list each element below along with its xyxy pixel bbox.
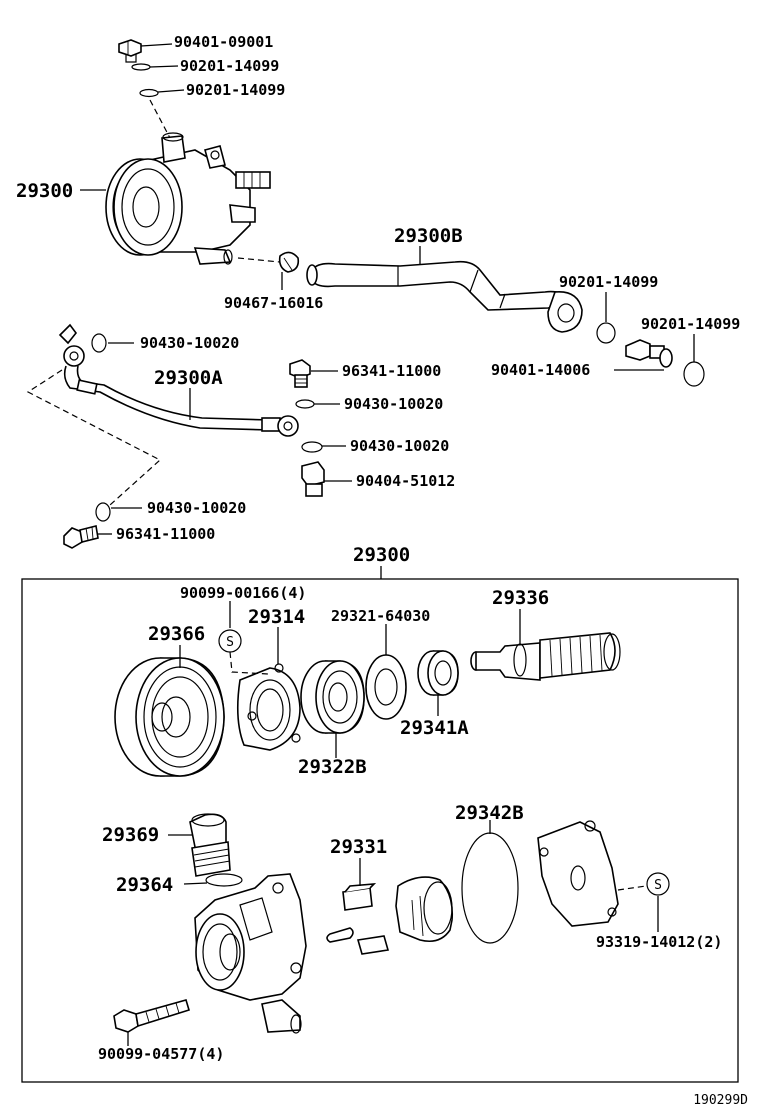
gasket-90201-14099-b [139, 88, 159, 98]
gasket-90201-14099-d [683, 361, 705, 387]
callout-29314: 29314 [248, 606, 305, 628]
rotor-shaft-29336 [470, 632, 621, 681]
sealant-line-s2 [617, 885, 647, 891]
callout-90404-51012: 90404-51012 [356, 472, 455, 490]
callout-96341-11000-a: 96341-11000 [342, 362, 441, 380]
callout-90201-14099-c: 90201-14099 [559, 273, 658, 291]
sealant-symbol-s2-letter: S [654, 878, 662, 893]
callout-90099-00166: 90099-00166(4) [180, 584, 306, 602]
callout-90401-09001: 90401-09001 [174, 33, 273, 51]
vanes-29331 [326, 883, 390, 955]
callout-90430-10020-a: 90430-10020 [140, 334, 239, 352]
vacuum-pipe-29300a [58, 323, 299, 437]
leader-c01 [140, 43, 173, 47]
figure-id: 190299D [693, 1093, 748, 1108]
sealant-symbol-s2: S [646, 872, 670, 896]
callout-93319-14012: 93319-14012(2) [596, 933, 722, 951]
oil-seal-29341a [417, 650, 459, 696]
union-bolt-90401-09001 [118, 39, 142, 63]
sealant-symbol-s1: S [218, 629, 242, 653]
callout-29331: 29331 [330, 836, 387, 858]
union-bolt-96341-11000-b [63, 525, 99, 549]
callout-90401-14006: 90401-14006 [491, 361, 590, 379]
shim-29321-64030 [365, 654, 407, 720]
vacuum-pump-assembly-29300 [105, 132, 271, 265]
callout-29300-pump: 29300 [16, 180, 73, 202]
callout-29342b: 29342B [455, 802, 524, 824]
sealant-symbol-s1-letter: S [226, 635, 234, 650]
pump-housing [194, 873, 307, 1034]
callout-29300-assembly: 29300 [353, 544, 410, 566]
callout-90201-14099-d: 90201-14099 [641, 315, 740, 333]
callout-90201-14099-b: 90201-14099 [186, 81, 285, 99]
callout-29341a: 29341A [400, 717, 469, 739]
callout-90430-10020-d: 90430-10020 [147, 499, 246, 517]
callout-29366: 29366 [148, 623, 205, 645]
callout-29364: 29364 [116, 874, 173, 896]
leader-c02 [149, 65, 179, 68]
sealant-line-s1 [229, 651, 269, 675]
gasket-90430-10020-d [95, 502, 111, 522]
check-valve-29369 [189, 813, 231, 877]
union-90404-51012 [301, 461, 325, 497]
bolt-90099-04577 [113, 999, 190, 1033]
pulley-29366 [114, 657, 225, 777]
hose-clamp-90467-16016 [278, 251, 300, 273]
union-bolt-96341-11000-a [289, 359, 311, 388]
o-ring-29364 [205, 873, 243, 887]
assembly-line-pipe [26, 369, 162, 506]
callout-90201-14099-a: 90201-14099 [180, 57, 279, 75]
callout-90430-10020-c: 90430-10020 [350, 437, 449, 455]
callout-29300b: 29300B [394, 225, 463, 247]
callout-90467-16016: 90467-16016 [224, 294, 323, 312]
callout-29336: 29336 [492, 587, 549, 609]
callout-29300a: 29300A [154, 367, 223, 389]
gasket-90201-14099-a [131, 63, 151, 71]
rotor-cam-ring [395, 876, 454, 943]
bearing-29322b [300, 660, 365, 734]
callout-29322b: 29322B [298, 756, 367, 778]
callout-96341-11000-b: 96341-11000 [116, 525, 215, 543]
o-ring-29342b [461, 832, 519, 944]
gasket-90201-14099-c [596, 322, 616, 344]
gasket-90430-10020-b [295, 399, 315, 409]
leader-c29 [183, 882, 208, 885]
exploded-view-frame [21, 578, 739, 1083]
callout-29321-64030: 29321-64030 [331, 607, 430, 625]
assembly-line-clamp [237, 257, 281, 263]
bearing-retainer-29314 [236, 663, 301, 751]
callout-90430-10020-b: 90430-10020 [344, 395, 443, 413]
vacuum-hose-29300b [306, 260, 583, 333]
callout-29369: 29369 [102, 824, 159, 846]
assembly-line-top [149, 99, 171, 139]
gasket-90430-10020-c [301, 441, 323, 453]
union-bolt-90401-14006 [625, 339, 673, 368]
leader-c03 [157, 89, 185, 93]
callout-90099-04577: 90099-04577(4) [98, 1045, 224, 1063]
gasket-90430-10020-a [91, 333, 107, 353]
end-cover-plate [537, 820, 619, 927]
